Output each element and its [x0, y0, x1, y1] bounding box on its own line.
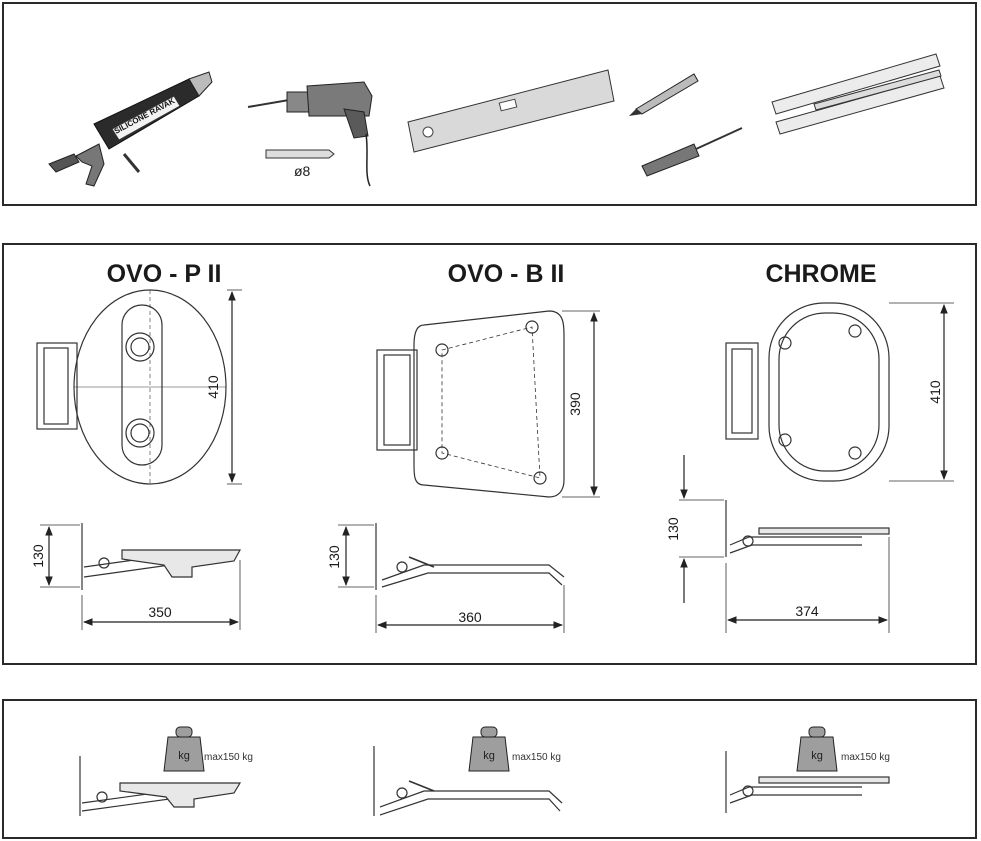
chrome-length: 374 [795, 603, 819, 619]
ovo-p-front-view [36, 289, 242, 485]
chrome-load-side-view [725, 751, 890, 813]
weight-icon [796, 726, 838, 772]
pencil-icon [629, 73, 699, 116]
ovo-b-length: 360 [458, 609, 482, 625]
ovo-b-load-side-view [373, 746, 563, 816]
max-load-label: max150 kg [841, 752, 890, 763]
ovo-p-length: 350 [148, 604, 172, 620]
screwdriver-icon [641, 127, 743, 177]
ovo-p-load-side-view [79, 756, 242, 816]
ovo-b-depth: 130 [326, 545, 342, 569]
ovo-b-height: 390 [567, 392, 583, 416]
chrome-front-view [725, 302, 954, 482]
folding-ruler-icon [771, 53, 945, 135]
weight-label: kg [811, 750, 823, 762]
drill-icon: ø8 [247, 81, 373, 187]
max-load-label: max150 kg [204, 752, 253, 763]
load-panel: kg max150 kg kg max150 kg kg max150 kg [2, 699, 977, 839]
model-title-chrome: CHROME [765, 260, 876, 288]
ovo-p-depth: 130 [30, 544, 46, 568]
load-drawing: kg max150 kg kg max150 kg kg max150 kg [79, 726, 890, 816]
caulking-gun-icon: SILICONE RAVAK [48, 71, 213, 187]
weight-label: kg [483, 750, 495, 762]
tools-drawing: SILICONE RAVAK ø8 [48, 53, 945, 187]
spirit-level-icon [407, 69, 615, 153]
ovo-p-side-view [40, 523, 242, 630]
model-title-ovo-p: OVO - P II [107, 260, 222, 288]
dimensions-drawing: OVO - P II OVO - B II CHROME 410 130 350 [30, 260, 954, 633]
chrome-height: 410 [927, 380, 943, 404]
drill-bit-label: ø8 [294, 163, 311, 179]
dimensions-panel: OVO - P II OVO - B II CHROME 410 130 350 [2, 243, 977, 665]
ovo-b-front-view [376, 310, 600, 498]
weight-label: kg [178, 750, 190, 762]
chrome-depth: 130 [665, 517, 681, 541]
chrome-side-view [679, 455, 890, 633]
ovo-p-height: 410 [205, 375, 221, 399]
model-title-ovo-b: OVO - B II [448, 260, 565, 288]
ovo-b-side-view [338, 523, 565, 633]
weight-icon [163, 726, 205, 772]
tools-panel: SILICONE RAVAK ø8 [2, 2, 977, 206]
max-load-label: max150 kg [512, 752, 561, 763]
weight-icon [468, 726, 510, 772]
